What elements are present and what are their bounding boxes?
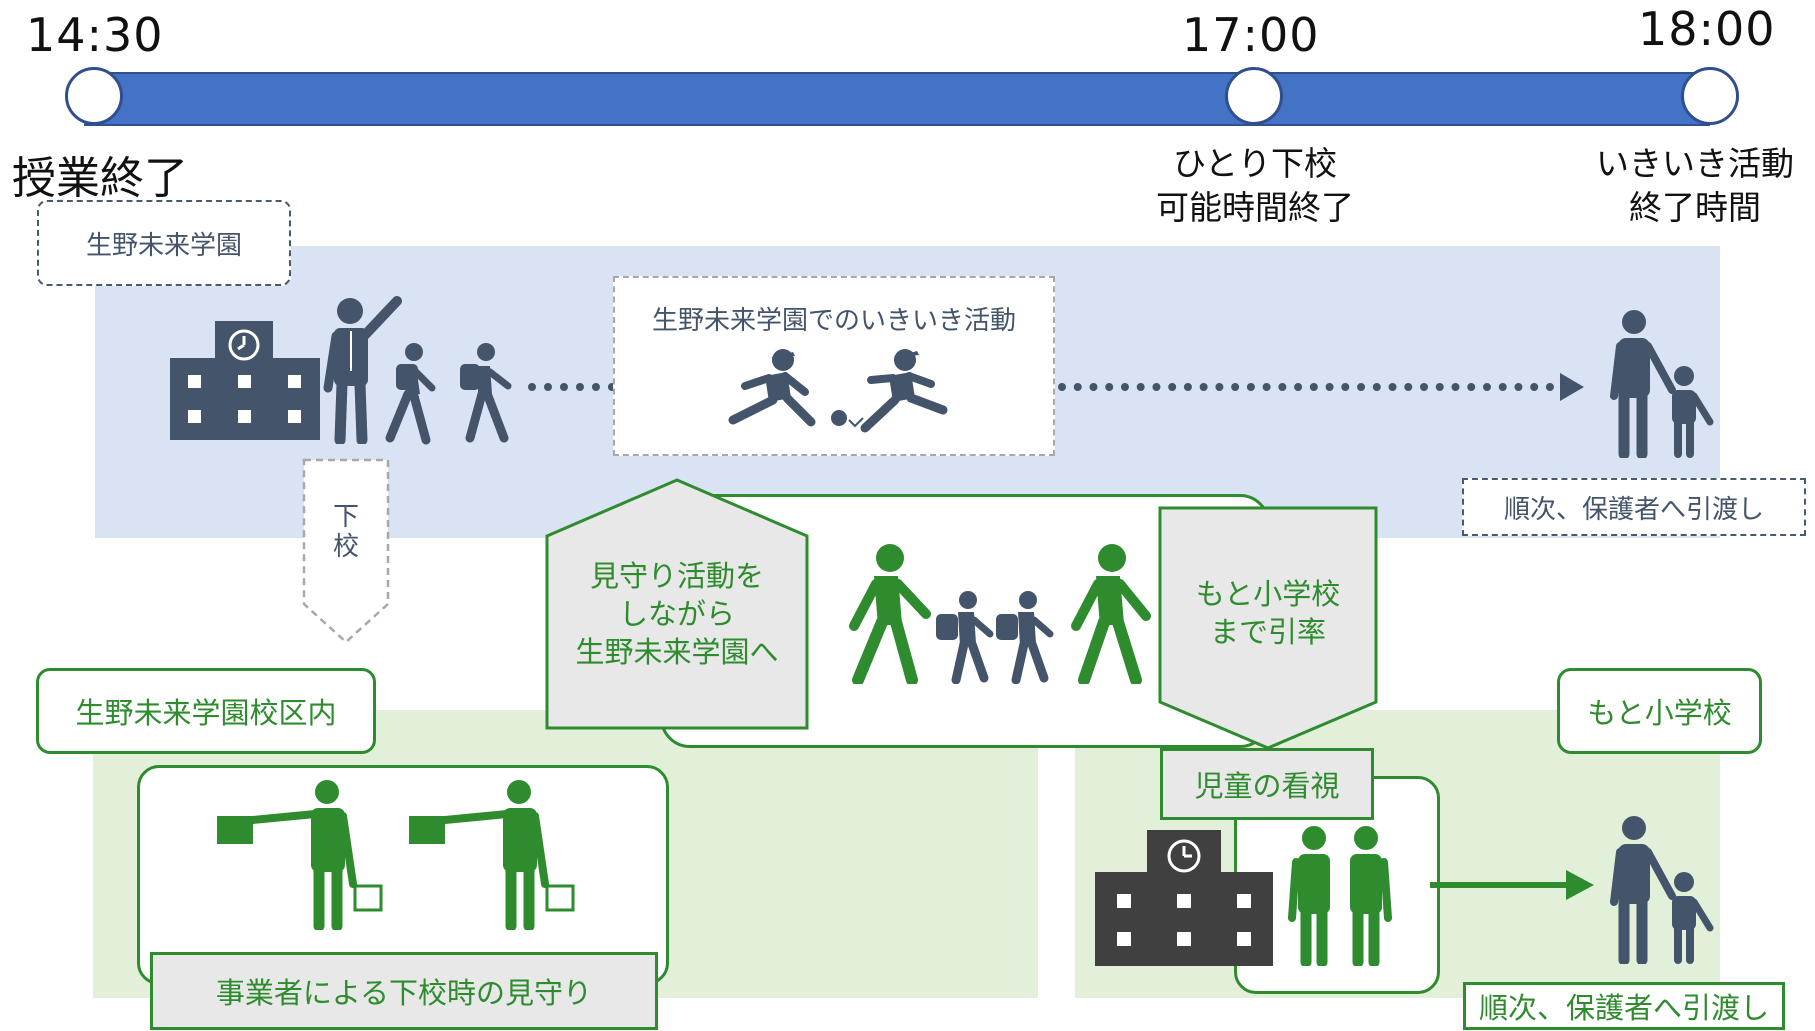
upper-zone-label: 生野未来学園 [37,200,291,286]
watch-box [137,765,669,985]
escort-group-icon [849,544,1151,684]
child-walking-icon [460,343,512,443]
lower-right-zone-label: もと小学校 [1557,668,1762,754]
milestone-end: いきいき活動 終了時間 [1580,142,1810,230]
leave-school-char-1: 下 [332,502,359,532]
leave-school-char-2: 校 [332,532,359,562]
parent-child-icon [1610,816,1714,964]
timeline-node-mid [1225,67,1283,125]
escort-left-line1: 見守り活動を [589,559,764,593]
dotted-connector [528,383,616,391]
crossing-guard-icon [409,780,575,930]
kids-playing-icon [728,349,948,433]
escort-right-line1: もと小学校 [1195,577,1341,611]
lower-left-zone-label: 生野未来学園校区内 [36,668,376,754]
escort-left-line3: 生野未来学園へ [575,635,779,669]
escort-left-callout [545,478,809,730]
school-building-icon [1095,830,1273,966]
escort-left-line2: しながら [618,597,735,631]
timeline-node-end [1681,67,1739,125]
activity-box: 生野未来学園でのいきいき活動 [613,276,1055,456]
milestone-mid: ひとり下校 可能時間終了 [1130,142,1380,230]
watch-caption: 事業者による下校時の見守り [150,952,658,1030]
arrowhead-icon [1566,870,1594,900]
milestone-end-line2: 終了時間 [1629,188,1761,227]
upper-handover-label: 順次、保護者へ引渡し [1462,478,1806,536]
activity-label: 生野未来学園でのいきいき活動 [651,306,1016,336]
handover-arrow [1430,882,1572,888]
supervisors-icon [1288,826,1392,966]
milestone-start: 授業終了 [12,153,188,204]
lower-handover-label: 順次、保護者へ引渡し [1463,982,1785,1030]
time-start: 14:30 [26,8,164,62]
escort-right-text: もと小学校 まで引率 [1158,575,1378,651]
timeline-node-start [65,67,123,125]
leave-school-label: 下 校 [300,502,392,562]
escort-right-callout [1158,506,1378,750]
crossing-guard-icon [217,780,383,930]
teacher-waving-icon [323,296,402,444]
time-mid: 17:00 [1182,8,1320,62]
escort-left-text: 見守り活動を しながら 生野未来学園へ [545,557,809,671]
dotted-arrow [1058,383,1570,391]
time-end: 18:00 [1638,2,1776,56]
timeline-bar [84,72,1710,126]
child-walking-icon [385,343,436,445]
escort-right-line2: まで引率 [1209,615,1326,649]
school-building-icon [170,321,320,440]
milestone-mid-line2: 可能時間終了 [1156,188,1354,227]
supervision-label: 児童の看視 [1160,748,1374,820]
milestone-end-line1: いきいき活動 [1596,144,1794,183]
arrowhead-icon [1560,373,1584,401]
milestone-mid-line1: ひとり下校 [1172,144,1337,183]
leave-school-arrow [302,458,390,644]
parent-child-icon [1610,310,1714,458]
